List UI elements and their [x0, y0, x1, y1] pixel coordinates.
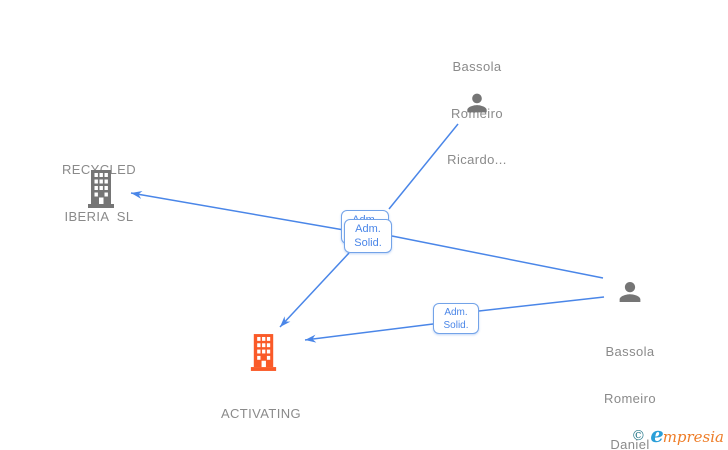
copyright-icon: ©	[631, 428, 646, 444]
empresia-watermark[interactable]: ©empresia	[631, 422, 724, 447]
edge-daniel-activating-segment-2	[304, 323, 434, 343]
edge-label-daniel-recycled[interactable]: Adm. Solid.	[344, 219, 392, 253]
edge-ricardo-activating-segment-2	[279, 252, 350, 328]
node-label-activating: ACTIVATING THE COMPANY SL	[215, 375, 307, 450]
empresia-logo-text: mpresia	[662, 428, 724, 446]
node-label-ricardo: Bassola Romeiro Ricardo...	[447, 28, 507, 199]
node-label-line: IBERIA SL	[64, 208, 134, 224]
node-label-line: Bassola	[452, 59, 502, 74]
company-icon-recycled[interactable]	[84, 170, 118, 208]
node-label-line: Bassola	[605, 344, 655, 359]
edge-label-line: Adm.	[355, 223, 381, 235]
node-label-line: ACTIVATING	[220, 406, 302, 421]
edge-label-daniel-activating[interactable]: Adm. Solid.	[433, 303, 479, 334]
edge-label-line: Solid.	[443, 320, 469, 331]
edge-daniel-recycled-segment-1	[391, 235, 604, 279]
node-label-line: Romeiro	[604, 390, 656, 406]
empresia-logo-e: e	[650, 422, 664, 447]
edge-label-line: Solid.	[354, 237, 382, 249]
node-label-daniel: Bassola Romeiro Daniel	[604, 313, 656, 450]
node-label-line: Romeiro	[451, 105, 503, 121]
company-icon-activating[interactable]	[247, 334, 280, 371]
person-icon-daniel[interactable]	[615, 277, 645, 307]
node-label-line: Ricardo...	[447, 152, 507, 167]
node-label-line: RECYCLED	[62, 162, 136, 177]
node-label-line: Daniel	[610, 437, 650, 450]
edge-daniel-activating-segment-1	[478, 296, 605, 312]
person-icon-ricardo[interactable]	[463, 89, 491, 117]
edge-label-line: Adm.	[444, 307, 468, 318]
edge-daniel-recycled-segment-2	[130, 190, 345, 231]
node-label-recycled: RECYCLED IBERIA SL	[62, 131, 136, 255]
edge-ricardo-activating-segment-1	[388, 123, 459, 210]
